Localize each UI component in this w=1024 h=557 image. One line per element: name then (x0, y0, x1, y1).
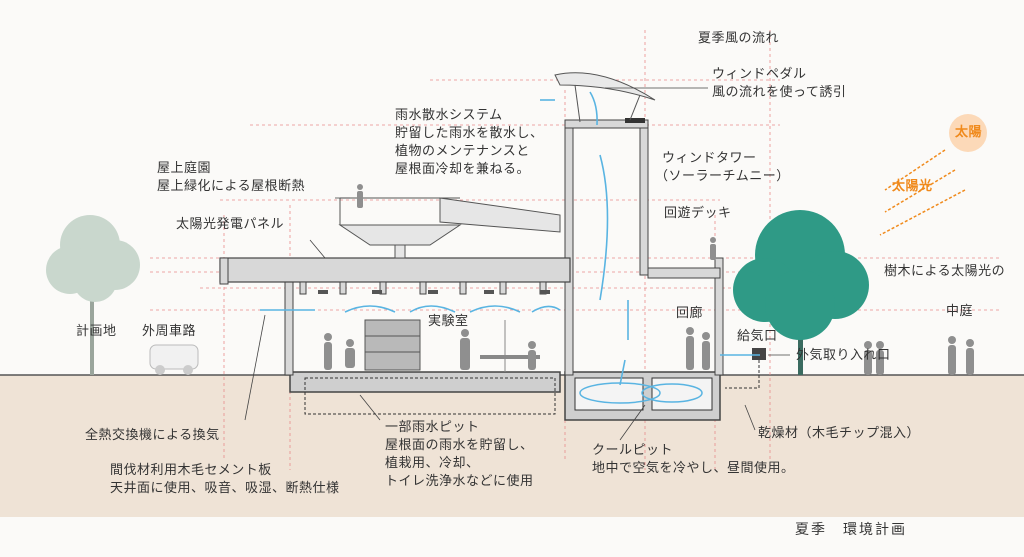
label-rain-pit-desc-1: 屋根面の雨水を貯留し、 (385, 438, 534, 453)
lab-shelf (364, 319, 421, 371)
label-rain-pit-desc-2: 植栽用、冷却、 (385, 456, 480, 471)
label-summer-wind: 夏季風の流れ (698, 31, 780, 46)
label-laboratory: 実験室 (428, 314, 469, 329)
label-cement-board: 間伐材利用木毛セメント板 (110, 463, 272, 478)
label-sunlight: 太陽光 (892, 179, 933, 194)
label-wind-tower: ウィンドタワー (662, 151, 757, 166)
label-rain-pit-desc-3: トイレ洗浄水などに使用 (385, 474, 534, 489)
label-roof-greening: 屋上緑化による屋根断熱 (157, 179, 306, 194)
leader-lines (244, 87, 790, 441)
rooftop-garden (338, 197, 561, 259)
airflow-arrows (260, 91, 760, 386)
label-air-intake: 外気取り入れ口 (796, 348, 891, 363)
label-rain-pit: 一部雨水ピット (385, 420, 480, 435)
label-tree-sunlight: 樹木による太陽光の (884, 264, 1006, 279)
label-cool-pit-desc: 地中で空気を冷やし、昼間使用。 (592, 461, 795, 476)
sun (949, 114, 987, 152)
label-air-supply: 給気口 (737, 329, 778, 344)
car (149, 344, 199, 375)
label-wind-pedal-desc: 風の流れを使って誘引 (712, 85, 847, 100)
left-tree (46, 215, 140, 375)
label-courtyard: 中庭 (946, 304, 974, 319)
right-tree (733, 210, 869, 375)
label-drying-material: 乾燥材（木毛チップ混入） (758, 426, 921, 441)
diagram-caption: 夏季 環境計画 (795, 522, 907, 538)
sun-rays (879, 149, 966, 236)
roof-slab (219, 257, 571, 283)
label-cement-board-desc: 天井面に使用、吸音、吸湿、断熱仕様 (110, 481, 340, 496)
label-cool-pit: クールピット (592, 443, 674, 458)
ground (0, 375, 1024, 517)
foundation (289, 371, 561, 393)
people (324, 184, 974, 375)
rainwater-pit (304, 377, 556, 415)
label-site: 計画地 (76, 324, 117, 339)
label-rain-desc-1: 貯留した雨水を散水し、 (395, 126, 544, 141)
label-solar-chimney: （ソーラーチムニー） (655, 169, 790, 184)
label-corridor: 回廊 (676, 306, 704, 321)
label-outer-road: 外周車路 (142, 324, 197, 339)
wind-pedal (554, 72, 656, 101)
label-sun: 太陽 (955, 125, 983, 140)
label-heat-exchanger: 全熱交換機による換気 (85, 428, 220, 443)
label-rain-desc-3: 屋根面冷却を兼ねる。 (395, 162, 531, 177)
label-solar-panel: 太陽光発電パネル (176, 217, 285, 232)
label-rooftop-garden: 屋上庭園 (157, 161, 212, 176)
air-intake (752, 348, 766, 360)
label-rain-system: 雨水散水システム (395, 108, 503, 123)
label-circuit-deck: 回遊デッキ (664, 206, 732, 221)
label-rain-desc-2: 植物のメンテナンスと (395, 144, 530, 159)
label-wind-pedal: ウィンドペダル (712, 67, 807, 82)
